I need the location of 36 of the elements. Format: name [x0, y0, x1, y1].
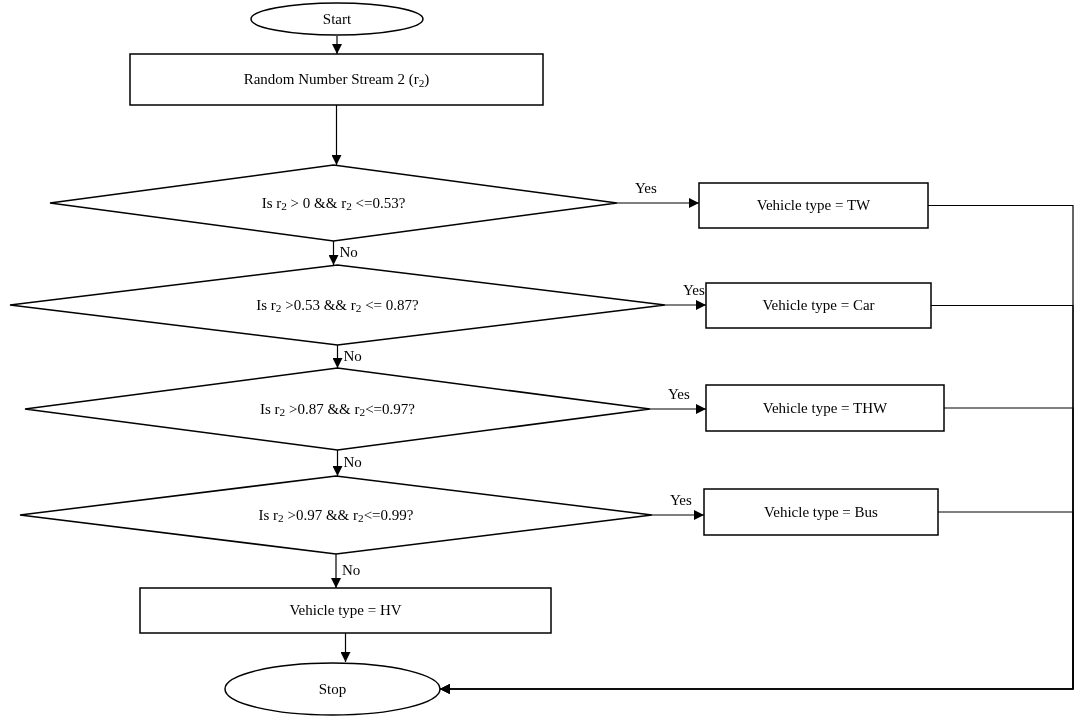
node-text: Vehicle type = Car: [762, 296, 875, 315]
decision-diamond: [19, 475, 653, 555]
node-text: Random Number Stream 2 (r$_{2}$): [243, 70, 430, 89]
process-box: [129, 53, 544, 106]
node-text: Is r$_{2}$ >0.87 && r$_{2}$<=0.97?: [260, 399, 415, 419]
arrow: [332, 344, 343, 369]
node-text: Vehicle type = THW: [762, 398, 888, 418]
node-text: Start: [322, 9, 352, 29]
process-box: [705, 384, 945, 432]
decision-diamond: [49, 164, 618, 242]
stop-terminal: [224, 662, 441, 716]
arrow: [340, 632, 351, 663]
arrow: [664, 300, 707, 310]
start-terminal: [250, 2, 424, 36]
node-text: Is r$_{2}$ >0.53 && r$_{2}$ <= 0.87?: [256, 295, 419, 315]
node-text: Vehicle type = TW: [756, 196, 871, 215]
arrow: [651, 510, 705, 520]
arrow: [328, 240, 339, 266]
arrow: [649, 404, 707, 414]
node-text: Is r$_{2}$ >0.97 && r$_{2}$<=0.99?: [258, 505, 414, 525]
arrow: [332, 35, 342, 55]
arrow: [331, 553, 341, 589]
process-box: [703, 488, 939, 536]
process-box: [698, 182, 929, 229]
node-text: Is r$_{2}$ > 0 && r$_{2}$ <=0.53?: [261, 193, 406, 213]
process-box: [705, 282, 932, 329]
node-text: Vehicle type = HV: [289, 601, 402, 620]
arrow: [331, 104, 342, 166]
arrow: [616, 198, 700, 208]
node-text: Vehicle type = Bus: [764, 502, 878, 522]
arrow: [332, 449, 343, 477]
decision-diamond: [24, 367, 651, 451]
arrow: [439, 511, 1074, 694]
process-box: [139, 587, 552, 634]
decision-diamond: [9, 264, 666, 346]
node-text: Stop: [318, 679, 347, 699]
